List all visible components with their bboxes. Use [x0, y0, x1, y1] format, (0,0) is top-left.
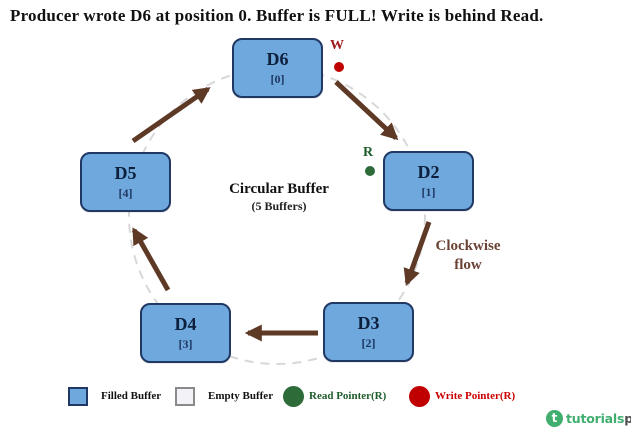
buffer-box-0: D6 [0]	[232, 38, 323, 98]
read-pointer-legend-label: Read Pointer(R)	[309, 390, 387, 402]
buffer-index: [3]	[178, 336, 193, 351]
read-pointer-swatch	[283, 386, 304, 407]
buffer-index: [0]	[270, 71, 285, 86]
buffer-box-4: D5 [4]	[80, 152, 171, 212]
arrow-d6-to-d2	[334, 80, 399, 141]
buffer-index: [2]	[361, 335, 376, 350]
read-pointer-dot	[365, 166, 375, 176]
empty-buffer-label: Empty Buffer	[208, 390, 274, 402]
write-pointer-swatch	[409, 386, 430, 407]
arrow-d5-to-d6	[131, 86, 211, 144]
buffer-name: D3	[357, 312, 380, 333]
buffer-box-1: D2 [1]	[383, 151, 474, 211]
tutorialspoint-logo-icon: t	[546, 409, 563, 427]
write-pointer-label: W	[330, 38, 344, 53]
filled-buffer-label: Filled Buffer	[101, 390, 162, 402]
filled-buffer-swatch	[68, 387, 88, 406]
write-pointer-dot	[334, 62, 344, 72]
center-caption-title: Circular Buffer	[229, 181, 329, 197]
tutorialspoint-logo: t tutorialspoint	[546, 407, 631, 429]
arrow-d2-to-d3	[403, 221, 432, 286]
read-pointer-label: R	[363, 145, 374, 160]
clockwise-flow-line2: flow	[454, 256, 482, 273]
write-pointer-legend-label: Write Pointer(R)	[435, 390, 516, 402]
legend: Filled Buffer Empty Buffer Read Pointer(…	[0, 384, 631, 408]
arrow-d4-to-d5	[131, 227, 171, 292]
logo-text-green: tutorials	[566, 410, 625, 426]
clockwise-flow-line1: Clockwise	[435, 238, 501, 254]
logo-text-dark: point	[624, 410, 631, 426]
buffer-index: [4]	[118, 185, 133, 200]
center-caption-subtitle: (5 Buffers)	[251, 199, 307, 213]
clockwise-flow-label: Clockwise flow	[420, 237, 516, 275]
diagram-title: Producer wrote D6 at position 0. Buffer …	[10, 6, 544, 25]
tutorialspoint-logo-text: tutorialspoint	[566, 411, 631, 426]
buffer-name: D2	[417, 161, 440, 182]
center-caption: Circular Buffer (5 Buffers)	[206, 181, 352, 214]
buffer-name: D6	[266, 48, 289, 69]
buffer-name: D4	[174, 313, 197, 334]
empty-buffer-swatch	[175, 387, 195, 406]
buffer-box-3: D4 [3]	[140, 303, 231, 363]
buffer-ring-dashed-circle	[128, 67, 426, 365]
buffer-box-2: D3 [2]	[323, 302, 414, 362]
buffer-index: [1]	[421, 184, 436, 199]
buffer-name: D5	[114, 162, 137, 183]
